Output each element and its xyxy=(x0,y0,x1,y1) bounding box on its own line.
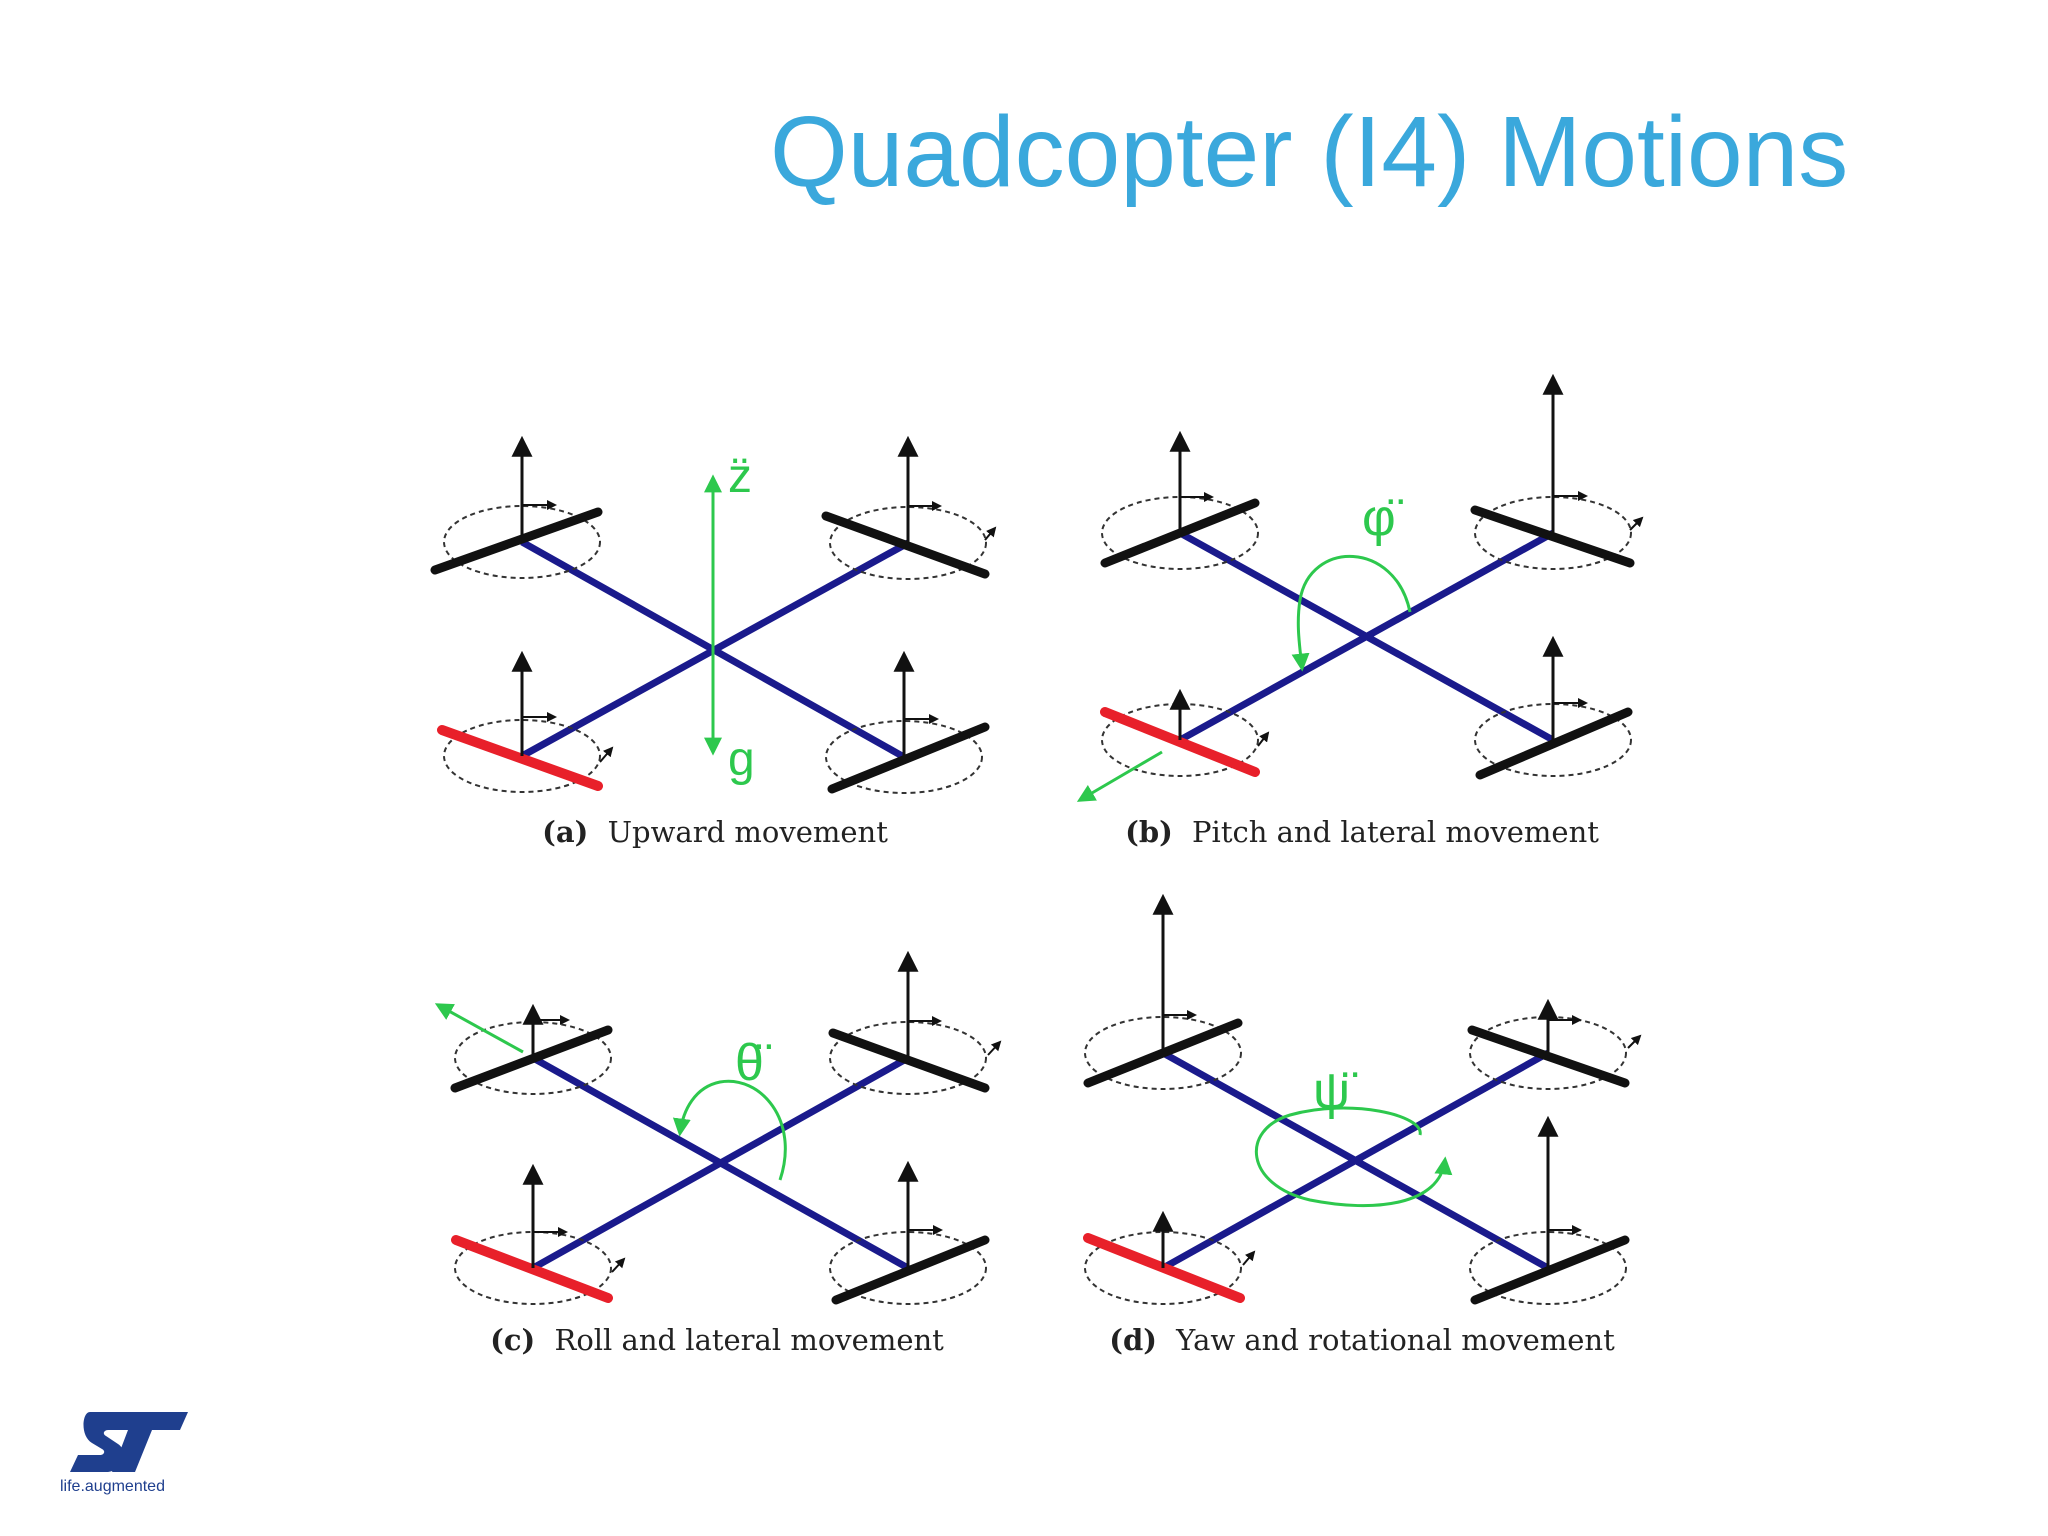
slide-title: Quadcopter (I4) Motions xyxy=(770,96,1849,208)
panel-d: ψ̈ (d) Yaw and rotational movement xyxy=(1083,893,1642,1357)
caption-tag-d: (d) xyxy=(1109,1323,1157,1357)
caption-a: (a) Upward movement xyxy=(542,815,888,849)
caption-b: (b) Pitch and lateral movement xyxy=(1125,815,1599,849)
caption-text-a: Upward movement xyxy=(608,815,889,849)
rotor-rear-right xyxy=(825,650,990,794)
rotor-front-left xyxy=(1083,893,1243,1090)
logo-tagline: life.augmented xyxy=(60,1478,165,1495)
label-z-accel: z̈ xyxy=(728,450,752,503)
frame-arms xyxy=(1178,529,1555,744)
yaw-rotation-arrow xyxy=(1254,1106,1453,1208)
pitch-rotation-arrow xyxy=(1291,554,1412,672)
rotor-rear-right xyxy=(1474,635,1633,780)
panel-c: θ̈ (c) Roll and lateral movement xyxy=(434,950,1002,1357)
caption-tag-c: (c) xyxy=(490,1323,535,1357)
rotor-front-right xyxy=(821,435,997,580)
label-psi-accel: ψ̈ xyxy=(1313,1062,1358,1120)
roll-rotation-arrow xyxy=(672,1079,787,1181)
st-logo xyxy=(70,1412,188,1472)
rotor-front-left xyxy=(1100,430,1260,570)
lateral-motion-arrow xyxy=(434,1003,524,1054)
panel-b: φ̈ (b) Pitch and lateral movement xyxy=(1076,373,1644,849)
rotor-front-right xyxy=(1470,373,1644,570)
caption-c: (c) Roll and lateral movement xyxy=(490,1323,944,1357)
frame-arms xyxy=(1161,1049,1550,1272)
frame-arms xyxy=(531,1054,910,1272)
rotor-rear-left xyxy=(437,650,614,793)
rotor-front-left xyxy=(450,1003,613,1095)
rotor-rear-left xyxy=(451,1163,626,1305)
rotor-rear-left xyxy=(1100,688,1270,777)
panel-a: z̈ g (a) Upward movement xyxy=(430,435,997,849)
caption-text-d: Yaw and rotational movement xyxy=(1175,1323,1615,1357)
rotor-rear-right xyxy=(1469,1115,1630,1305)
rotor-rear-right xyxy=(829,1160,990,1305)
label-theta-accel: θ̈ xyxy=(735,1034,772,1092)
caption-text-c: Roll and lateral movement xyxy=(554,1323,944,1357)
rotor-front-right xyxy=(1467,998,1642,1090)
caption-tag-a: (a) xyxy=(542,815,588,849)
caption-text-b: Pitch and lateral movement xyxy=(1192,815,1599,849)
lateral-motion-arrow xyxy=(1076,750,1163,802)
label-phi-accel: φ̈ xyxy=(1362,489,1404,547)
rotor-front-right xyxy=(828,950,1002,1095)
rotor-rear-left xyxy=(1083,1210,1256,1305)
rotor-front-left xyxy=(430,435,603,579)
label-gravity: g xyxy=(728,733,755,786)
caption-d: (d) Yaw and rotational movement xyxy=(1109,1323,1615,1357)
frame-arms xyxy=(520,538,910,761)
caption-tag-b: (b) xyxy=(1125,815,1173,849)
